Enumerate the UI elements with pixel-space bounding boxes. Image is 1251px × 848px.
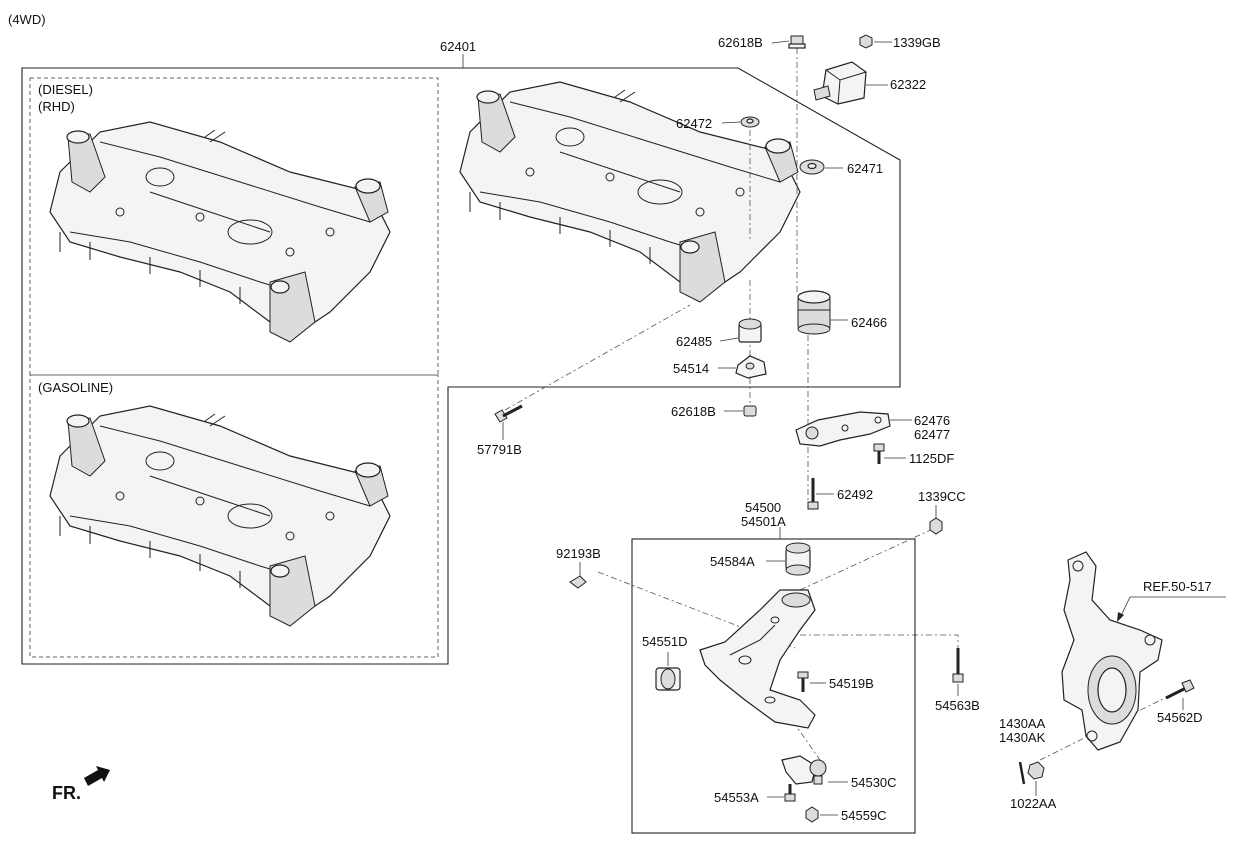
- bolt-1125df: [873, 443, 885, 464]
- bushing-54551d: [655, 667, 681, 691]
- label-54559c: 54559C: [841, 808, 887, 823]
- bolt-62492: [807, 478, 819, 510]
- crossmember-diesel: [49, 121, 391, 343]
- label-1339gb: 1339GB: [893, 35, 941, 50]
- rhd-label: (RHD): [38, 99, 75, 114]
- nut-1339gb: [859, 34, 873, 49]
- gasoline-label: (GASOLINE): [38, 380, 113, 395]
- nut-1339cc: [929, 517, 943, 535]
- gasoline-box: [29, 374, 439, 658]
- washer-62471: [799, 159, 825, 175]
- diesel-box: [29, 77, 439, 376]
- label-54553a: 54553A: [714, 790, 759, 805]
- label-62472: 62472: [676, 116, 712, 131]
- bolt-62618b-top: [788, 35, 806, 49]
- label-62471: 62471: [847, 161, 883, 176]
- ball-joint-54530c: [781, 755, 827, 785]
- bushing-54584a: [785, 542, 811, 576]
- label-54584a: 54584A: [710, 554, 755, 569]
- label-1339cc: 1339CC: [918, 489, 966, 504]
- label-54530c: 54530C: [851, 775, 897, 790]
- bolt-54562d: [1165, 679, 1195, 700]
- label-54519b: 54519B: [829, 676, 874, 691]
- bolt-54553a: [784, 784, 796, 802]
- washer-62472: [740, 116, 760, 128]
- label-62618b-top: 62618B: [718, 35, 763, 50]
- label-62466: 62466: [851, 315, 887, 330]
- crossmember-gasoline: [49, 405, 391, 627]
- variant-label: (4WD): [8, 12, 46, 27]
- label-54501a: 54501A: [741, 514, 786, 529]
- label-62477: 62477: [914, 427, 950, 442]
- label-62322: 62322: [890, 77, 926, 92]
- label-1022aa: 1022AA: [1010, 796, 1057, 811]
- crossmember-group-outline: [21, 67, 901, 665]
- bolt-54519b: [797, 671, 809, 692]
- front-label: FR.: [52, 783, 81, 803]
- front-arrow-icon: [84, 766, 110, 786]
- bracket-62322: [813, 61, 867, 105]
- label-54562d: 54562D: [1157, 710, 1203, 725]
- label-1430ak: 1430AK: [999, 730, 1046, 745]
- label-1430aa: 1430AA: [999, 716, 1046, 731]
- steering-knuckle: [1061, 551, 1163, 751]
- lower-arm-box: [631, 538, 916, 834]
- label-62476: 62476: [914, 413, 950, 428]
- crossmember-main: [459, 81, 801, 303]
- nut-1022aa: [1027, 761, 1045, 780]
- lower-arm: [699, 589, 816, 729]
- label-62492: 62492: [837, 487, 873, 502]
- nut-62618b-bottom: [743, 405, 757, 417]
- nut-54559c: [805, 806, 819, 823]
- label-62401: 62401: [440, 39, 476, 54]
- diesel-label: (DIESEL): [38, 82, 93, 97]
- label-92193b: 92193B: [556, 546, 601, 561]
- label-54514: 54514: [673, 361, 709, 376]
- label-62618b-bottom: 62618B: [671, 404, 716, 419]
- bolt-57791b: [494, 404, 523, 423]
- pin-1430aa: [1018, 761, 1026, 785]
- label-62485: 62485: [676, 334, 712, 349]
- rear-bracket-62476: [795, 411, 891, 447]
- stopper-54514: [735, 355, 767, 379]
- label-ref-50-517: REF.50-517: [1143, 579, 1212, 594]
- bolt-54563b: [952, 648, 964, 683]
- bushing-62485: [738, 318, 762, 343]
- bushing-62466: [797, 290, 831, 335]
- label-1125df: 1125DF: [909, 451, 954, 466]
- label-54563b: 54563B: [935, 698, 980, 713]
- label-57791b: 57791B: [477, 442, 522, 457]
- clip-92193b: [569, 575, 587, 589]
- label-54500: 54500: [745, 500, 781, 515]
- label-54551d: 54551D: [642, 634, 688, 649]
